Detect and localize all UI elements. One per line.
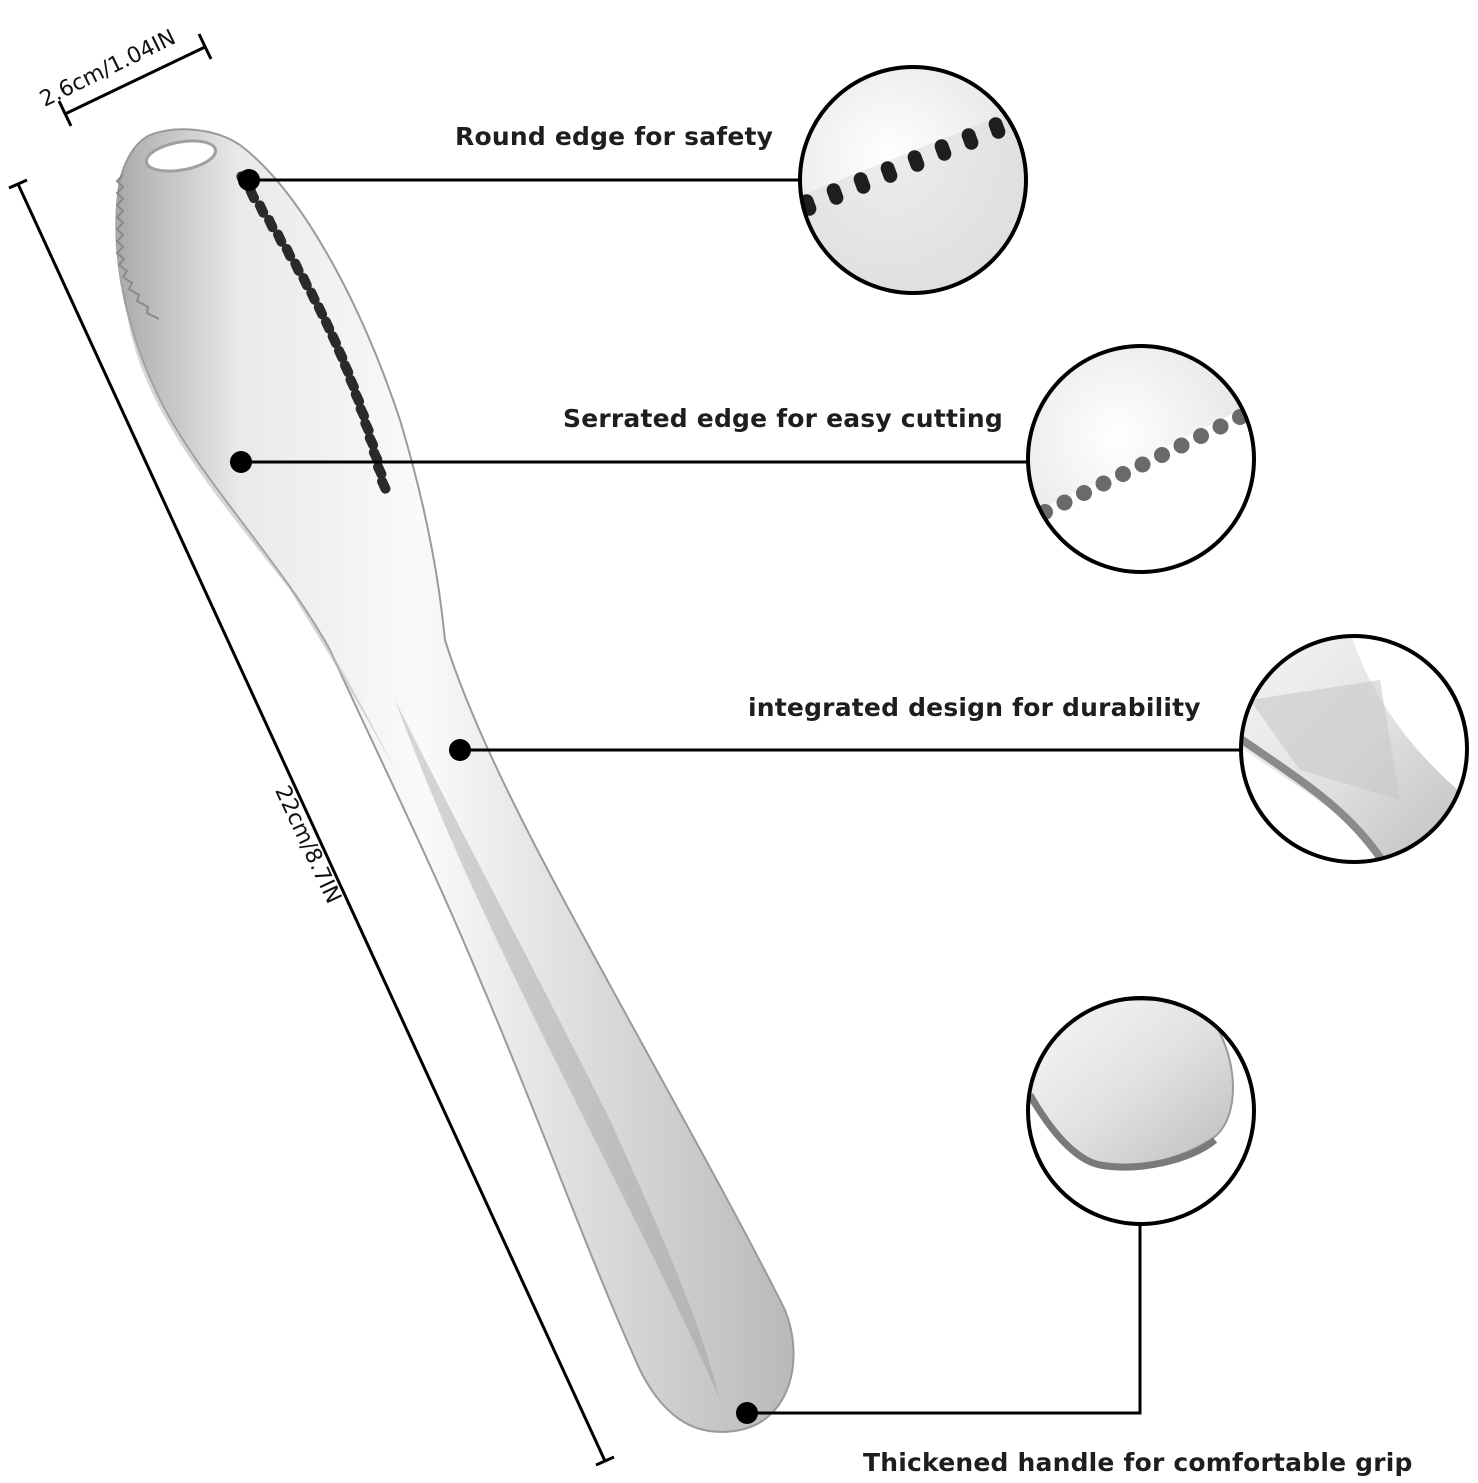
zoom-tooth [1173,437,1190,454]
zoom-tooth [1193,428,1209,444]
grater-slot [368,447,383,465]
grater-slot [350,389,365,407]
zoom-hole [988,117,1006,139]
callout-thickened-handle: Thickened handle for comfortable grip [863,1448,1413,1477]
grater-slot [254,200,269,218]
zoom-tooth [1056,494,1073,511]
zoom-hole [880,161,898,183]
handle-end-closeup-icon [1026,996,1256,1226]
zoom-tooth [1115,466,1131,482]
grater-slot [327,331,341,349]
width-dimension [57,33,213,127]
neck-closeup-icon [1239,634,1469,864]
grater-slot [364,432,379,451]
callout-serrated-edge: Serrated edge for easy cutting [563,404,1003,433]
zoom-hole [1015,106,1026,128]
zoom-tooth [1154,447,1170,463]
zoom-hole [853,172,871,194]
zoom-hole [826,183,844,205]
callout-round-edge: Round edge for safety [455,122,774,151]
zoom-tooth [1134,456,1151,473]
zoom-tooth [1095,475,1112,492]
grater-slot [320,316,335,334]
grater-slot [355,403,370,422]
grater-slot [272,229,287,247]
grater-slot [290,258,304,276]
grater-slot [333,345,348,363]
grater-slot [298,273,312,291]
grater-slot [345,374,359,392]
zoom-hole [961,128,979,150]
callout-dots [230,169,758,1424]
grater-slot [339,360,354,378]
length-dimension [8,178,615,1467]
grater-slot [373,461,387,480]
zoom-hole [934,139,952,161]
connector-lines [241,178,1241,1415]
grater-slot [313,302,328,320]
knife-body [115,128,795,1433]
serration-closeup-icon [1026,344,1256,574]
grater-slot [281,243,296,262]
grater-slot [360,418,374,436]
zoom-tooth [1212,418,1229,435]
zoom-hole [907,150,925,172]
callout-integrated-design: integrated design for durability [748,693,1201,722]
grater-slot [264,214,278,233]
grater-slot [306,287,320,305]
grater-slot [377,476,391,494]
holes-closeup-icon [798,65,1028,295]
zoom-tooth [1076,485,1092,501]
